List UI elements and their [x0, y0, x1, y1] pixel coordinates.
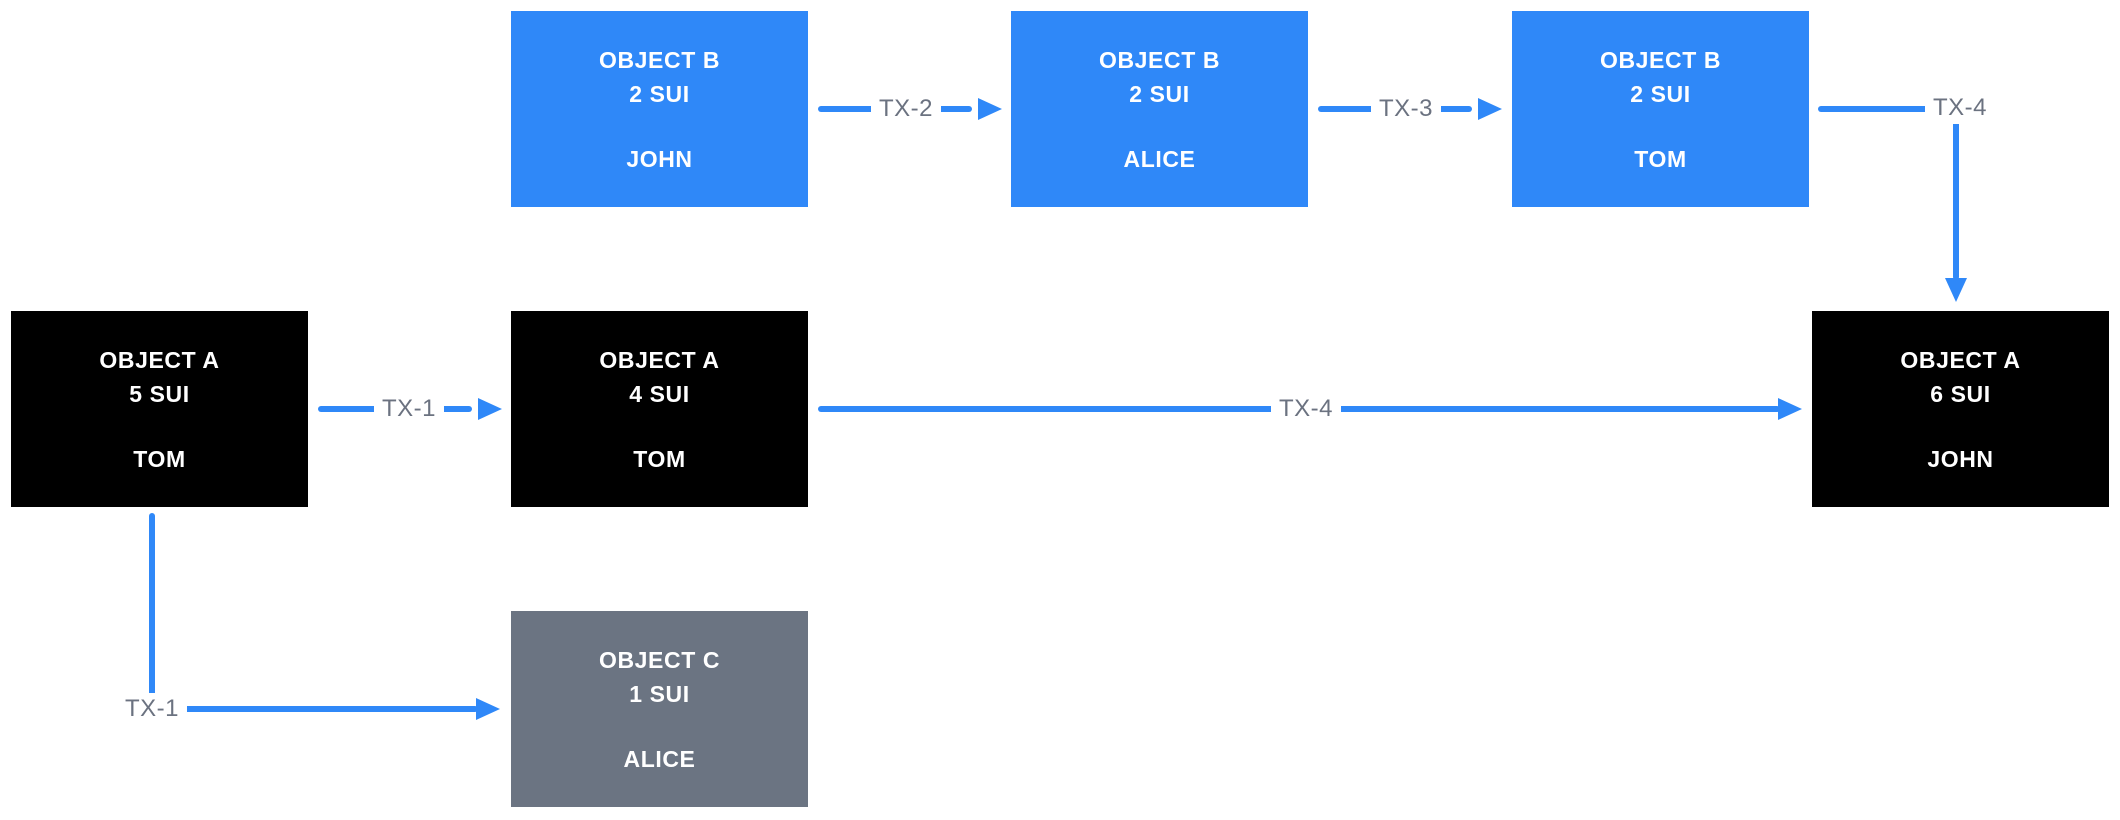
arrowhead-right-icon: [476, 698, 500, 720]
node-object-b-alice: OBJECT B 2 SUI ALICE: [1011, 11, 1308, 207]
node-owner: JOHN: [626, 145, 693, 172]
tx-label-tx4-mid: TX-4: [1270, 393, 1342, 425]
node-object-b-john: OBJECT B 2 SUI JOHN: [511, 11, 808, 207]
arrowhead-down-icon: [1945, 278, 1967, 302]
node-amount: 2 SUI: [1129, 80, 1190, 107]
tx-label-tx3: TX-3: [1370, 93, 1442, 125]
node-title: OBJECT B: [598, 46, 721, 73]
node-amount: 2 SUI: [1630, 80, 1691, 107]
node-owner: JOHN: [1927, 445, 1994, 472]
arrow-line-tx1-bottom-vertical: [149, 513, 155, 709]
tx-label-tx2: TX-2: [870, 93, 942, 125]
node-title: OBJECT B: [1098, 46, 1221, 73]
arrow-line-tx4-top-horizontal: [1818, 106, 1960, 112]
node-title: OBJECT C: [598, 646, 721, 673]
arrowhead-right-icon: [478, 398, 502, 420]
arrowhead-right-icon: [1478, 98, 1502, 120]
node-owner: ALICE: [623, 745, 696, 772]
node-amount: 6 SUI: [1930, 380, 1991, 407]
node-owner: TOM: [633, 445, 686, 472]
node-amount: 2 SUI: [629, 80, 690, 107]
node-owner: TOM: [133, 445, 186, 472]
node-object-a-4sui-tom: OBJECT A 4 SUI TOM: [511, 311, 808, 507]
arrow-line-tx4-top-vertical: [1953, 109, 1959, 280]
node-title: OBJECT A: [1900, 346, 2021, 373]
node-object-a-5sui-tom: OBJECT A 5 SUI TOM: [11, 311, 308, 507]
node-object-c-alice: OBJECT C 1 SUI ALICE: [511, 611, 808, 807]
node-title: OBJECT A: [599, 346, 720, 373]
arrowhead-right-icon: [978, 98, 1002, 120]
node-title: OBJECT A: [99, 346, 220, 373]
arrow-line-tx1-bottom-horizontal: [152, 706, 478, 712]
node-amount: 1 SUI: [629, 680, 690, 707]
node-object-a-6sui-john: OBJECT A 6 SUI JOHN: [1812, 311, 2109, 507]
tx-label-tx1-bottom: TX-1: [116, 693, 188, 725]
node-amount: 4 SUI: [629, 380, 690, 407]
tx-label-tx4-top: TX-4: [1924, 92, 1996, 124]
node-title: OBJECT B: [1599, 46, 1722, 73]
node-amount: 5 SUI: [129, 380, 190, 407]
node-owner: TOM: [1634, 145, 1687, 172]
arrowhead-right-icon: [1778, 398, 1802, 420]
tx-label-tx1-mid: TX-1: [373, 393, 445, 425]
node-object-b-tom: OBJECT B 2 SUI TOM: [1512, 11, 1809, 207]
node-owner: ALICE: [1123, 145, 1196, 172]
